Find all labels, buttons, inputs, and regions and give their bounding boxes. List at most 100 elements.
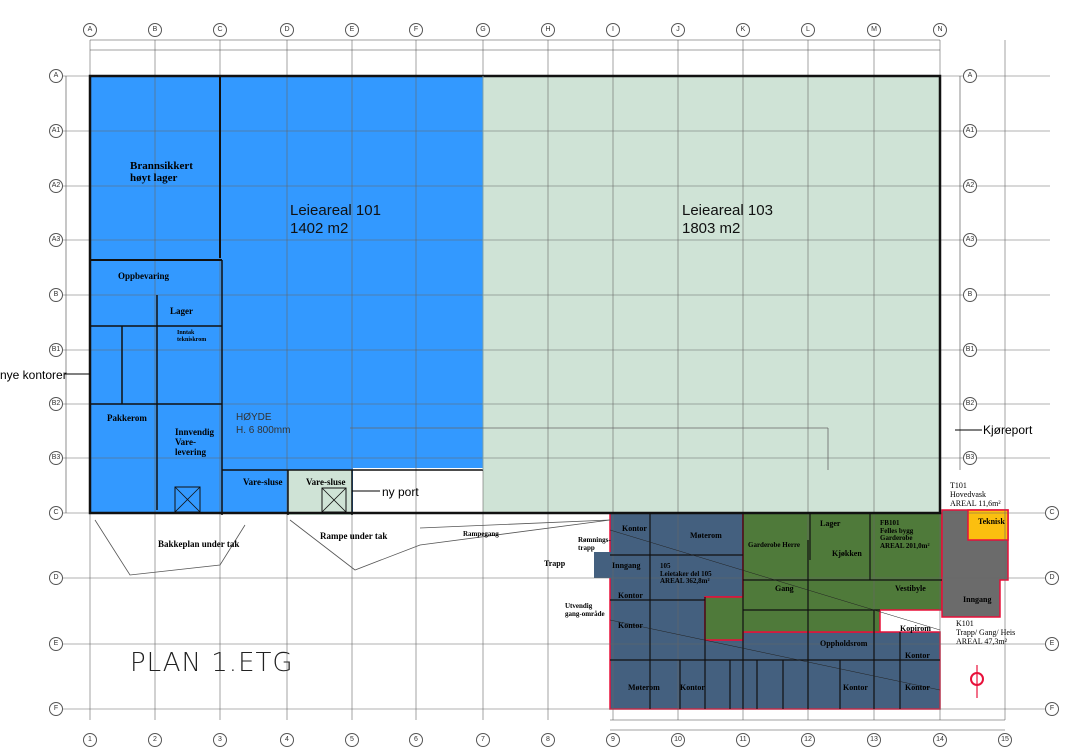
room-oppbevaring: Oppbevaring bbox=[118, 271, 170, 281]
grid-axis-right: C bbox=[1045, 506, 1059, 520]
room-kontor4: Kontor bbox=[905, 651, 930, 660]
grid-axis-bottom: 2 bbox=[148, 733, 162, 747]
grid-axis-right: A2 bbox=[963, 179, 977, 193]
grid-axis-left: A1 bbox=[49, 124, 63, 138]
rampegang-line bbox=[419, 519, 611, 529]
grid-axis-right: B3 bbox=[963, 451, 977, 465]
room-inntak: Inntak tekniskrom bbox=[177, 330, 207, 343]
grid-axis-bottom: 6 bbox=[409, 733, 423, 747]
room-utvendig: Utvendig gang-område bbox=[565, 602, 605, 618]
grid-axis-top: H bbox=[541, 23, 555, 37]
grid-axis-bottom: 8 bbox=[541, 733, 555, 747]
room-romningstrapp: Rømnings-trapp bbox=[578, 536, 611, 552]
rampe-outline bbox=[289, 519, 611, 571]
kjoreport-note: Kjøreport bbox=[983, 423, 1033, 437]
grid-axis-left: F bbox=[49, 702, 63, 716]
ny-port-note: ny port bbox=[382, 485, 419, 499]
room-moterom1: Møterom bbox=[690, 531, 722, 540]
leieareal-103-fill bbox=[483, 76, 940, 513]
grid-axis-top: N bbox=[933, 23, 947, 37]
room-varesluse-1: Vare-sluse bbox=[243, 477, 283, 487]
room-kontor1: Kontor bbox=[622, 524, 647, 533]
room-bakkeplan: Bakkeplan under tak bbox=[158, 539, 240, 549]
room-oppholdsrom: Oppholdsrom bbox=[820, 639, 868, 648]
room-kontor5: Kontor bbox=[843, 683, 868, 692]
room-inngang2: Inngang bbox=[963, 595, 992, 604]
grid-axis-right: A3 bbox=[963, 233, 977, 247]
room-kontor3: Kontor bbox=[618, 621, 643, 630]
grid-axis-top: K bbox=[736, 23, 750, 37]
diagonal-line bbox=[609, 529, 941, 631]
port-cross bbox=[174, 486, 201, 513]
grid-axis-top: J bbox=[671, 23, 685, 37]
room-inngang: Inngang bbox=[612, 561, 641, 570]
room-pakkerom: Pakkerom bbox=[107, 413, 147, 423]
grid-axis-left: A3 bbox=[49, 233, 63, 247]
room-kontor2: Kontor bbox=[618, 591, 643, 600]
room-brannsikkert: Brannsikkert høyt lager bbox=[130, 160, 193, 185]
grid-axis-right: A bbox=[963, 69, 977, 83]
grid-axis-bottom: 7 bbox=[476, 733, 490, 747]
room-innvendig: Innvendig Vare-levering bbox=[175, 427, 215, 457]
grid-axis-top: B bbox=[148, 23, 162, 37]
leieareal-101-fill bbox=[90, 76, 483, 468]
area-101-name: Leieareal 101 bbox=[290, 202, 381, 219]
room-lager2: Lager bbox=[820, 519, 841, 528]
grid-axis-right: B bbox=[963, 288, 977, 302]
height-label: HØYDE bbox=[236, 412, 272, 423]
grid-axis-top: C bbox=[213, 23, 227, 37]
room-l105: 105 Leietaker del 105 AREAL 362,8m² bbox=[660, 562, 712, 586]
room-kopirom: Kopirom bbox=[900, 624, 931, 633]
grid-axis-bottom: 5 bbox=[345, 733, 359, 747]
grid-axis-left: E bbox=[49, 637, 63, 651]
grid-axis-bottom: 10 bbox=[671, 733, 685, 747]
plan-title: PLAN 1.ETG bbox=[130, 648, 294, 678]
port-box bbox=[321, 487, 347, 513]
room-fb101: FB101 Felles bygg Garderobe AREAL 201,0m… bbox=[880, 519, 930, 551]
grid-axis-right: D bbox=[1045, 571, 1059, 585]
grid-axis-top: G bbox=[476, 23, 490, 37]
room-rampegang: Rampegang bbox=[463, 530, 499, 538]
grid-axis-bottom: 13 bbox=[867, 733, 881, 747]
area-103-size: 1803 m2 bbox=[682, 220, 741, 237]
diagonal-line bbox=[609, 619, 941, 691]
grid-axis-right: B1 bbox=[963, 343, 977, 357]
height-value: H. 6 800mm bbox=[236, 425, 291, 436]
room-gang: Gang bbox=[775, 584, 794, 593]
grid-axis-top: I bbox=[606, 23, 620, 37]
grid-axis-right: A1 bbox=[963, 124, 977, 138]
grid-axis-bottom: 9 bbox=[606, 733, 620, 747]
grid-axis-left: D bbox=[49, 571, 63, 585]
grid-axis-bottom: 4 bbox=[280, 733, 294, 747]
grid-axis-left: C bbox=[49, 506, 63, 520]
grid-axis-bottom: 3 bbox=[213, 733, 227, 747]
grid-axis-top: M bbox=[867, 23, 881, 37]
room-teknisk: Teknisk bbox=[978, 517, 1005, 526]
grid-axis-bottom: 12 bbox=[801, 733, 815, 747]
grid-axis-left: B1 bbox=[49, 343, 63, 357]
grid-axis-bottom: 1 bbox=[83, 733, 97, 747]
room-lager: Lager bbox=[170, 306, 193, 316]
bakkeplan-outline bbox=[94, 519, 246, 576]
grid-axis-right: B2 bbox=[963, 397, 977, 411]
room-moterom2: Møterom bbox=[628, 683, 660, 692]
grid-axis-right: E bbox=[1045, 637, 1059, 651]
room-varesluse-2: Vare-sluse bbox=[306, 477, 346, 487]
outer-wall bbox=[88, 74, 942, 515]
t101-label: T101 Hovedvask AREAL 11,6m² bbox=[950, 481, 1001, 508]
area-103-name: Leieareal 103 bbox=[682, 202, 773, 219]
area-101-size: 1402 m2 bbox=[290, 220, 349, 237]
port-cross bbox=[321, 487, 347, 513]
room-vestibyle: Vestibyle bbox=[895, 584, 926, 593]
grid-axis-bottom: 11 bbox=[736, 733, 750, 747]
grid-axis-left: B bbox=[49, 288, 63, 302]
t101-fill bbox=[967, 509, 1009, 541]
room-rampe: Rampe under tak bbox=[320, 531, 388, 541]
room-trapp: Trapp bbox=[544, 559, 566, 568]
grid-axis-top: E bbox=[345, 23, 359, 37]
room-garderobe: Garderobe Herre bbox=[748, 541, 801, 549]
room-kjokken: Kjøkken bbox=[832, 549, 862, 558]
grid-axis-left: A bbox=[49, 69, 63, 83]
grid-axis-top: L bbox=[801, 23, 815, 37]
